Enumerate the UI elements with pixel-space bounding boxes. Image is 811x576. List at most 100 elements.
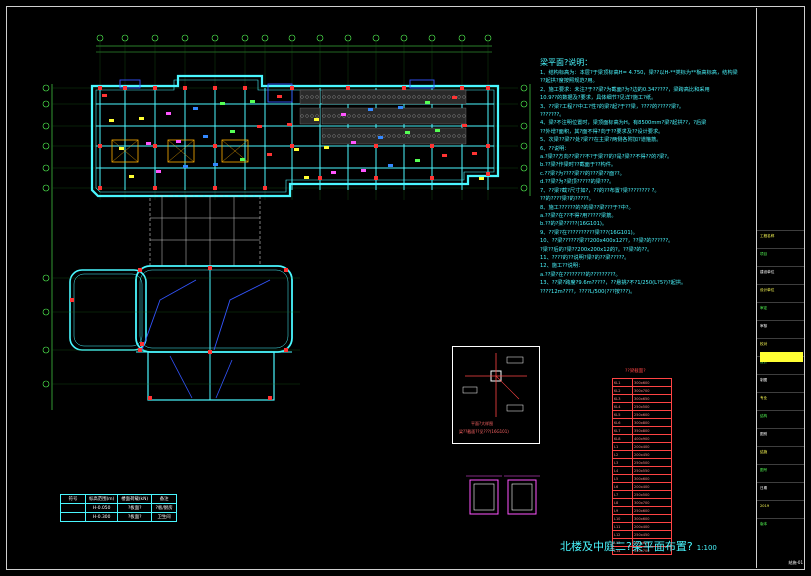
note-line: ????12m????，????L/500(???按???)。 (540, 288, 636, 295)
stair-shaft-diagonal (167, 139, 195, 163)
legend-cell: ?板面? (117, 503, 153, 513)
beam-tag-mark (388, 164, 393, 167)
hatch-pattern-mark (305, 114, 309, 118)
column (430, 144, 434, 148)
title-block-field: 图号 (760, 468, 768, 472)
column (138, 348, 142, 352)
title-block-field: 设计 (760, 360, 768, 364)
hatch-pattern-mark (362, 134, 366, 138)
column (153, 186, 157, 190)
beam-tag-mark (257, 125, 262, 128)
beam-tag-mark (230, 130, 235, 133)
hatch-pattern-mark (457, 95, 461, 99)
title-block-field: 日期 (760, 486, 768, 490)
note-line: a.??梁?在????????的?????????。 (540, 271, 621, 278)
title-block-divider (757, 374, 804, 375)
axis-bubble-left (42, 164, 50, 172)
hatch-pattern-mark (310, 95, 314, 99)
schedule-cell: L9 (611, 506, 634, 515)
hatch-pattern-mark (322, 95, 326, 99)
schedule-cell: L7 (611, 490, 634, 499)
hatch-pattern-mark (397, 95, 401, 99)
schedule-cell: 200x450 (632, 450, 672, 459)
axis-bubble-left (42, 84, 50, 92)
hatch-pattern-mark (397, 134, 401, 138)
schedule-cell: KL8 (611, 434, 634, 443)
schedule-cell: L3 (611, 458, 634, 467)
hatch-pattern-mark (437, 134, 441, 138)
beam-tag-mark (183, 165, 188, 168)
beam-tag-mark (351, 141, 356, 144)
beam-tag-mark (341, 113, 346, 116)
notes-heading: 梁平面?说明： (540, 58, 593, 67)
hatch-pattern-mark (352, 114, 356, 118)
hatch-pattern-mark (367, 134, 371, 138)
hatch-pattern-mark (387, 114, 391, 118)
hatch-pattern-mark (427, 134, 431, 138)
hatch-pattern-mark (387, 134, 391, 138)
hatch-pattern-mark (332, 95, 336, 99)
drawing-title-text: 北楼及中庭二?梁平面布置? (560, 540, 693, 553)
hatch-pattern-mark (457, 114, 461, 118)
hatch-pattern-mark (315, 95, 319, 99)
hatch-pattern-mark (347, 114, 351, 118)
hatch-pattern-mark (432, 134, 436, 138)
beam-tag-mark (442, 154, 447, 157)
column (402, 86, 406, 90)
section-detail-drawing (462, 353, 527, 417)
hatch-pattern-mark (382, 114, 386, 118)
hatch-pattern-mark (427, 114, 431, 118)
beam-tag-mark (129, 175, 134, 178)
hatch-pattern-mark (437, 95, 441, 99)
beam-tag-mark (294, 148, 299, 151)
stair-shaft-zone (111, 139, 139, 163)
opening-outline (119, 79, 141, 89)
column (460, 86, 464, 90)
column (430, 176, 434, 180)
hatch-pattern-mark (327, 134, 331, 138)
hatched-slab-zone (321, 107, 467, 125)
axis-bubble-right (520, 164, 528, 172)
section-detail-note: 梁??截面??见???(16G101) (459, 429, 509, 434)
beam-tag-mark (314, 118, 319, 121)
opening-outline (409, 79, 435, 89)
column (290, 86, 294, 90)
schedule-cell: L14 (611, 546, 634, 555)
hatch-pattern-mark (342, 95, 346, 99)
axis-bubble-right (520, 184, 528, 192)
hatch-pattern-mark (387, 95, 391, 99)
hatch-pattern-mark (327, 95, 331, 99)
legend-cell (60, 503, 86, 513)
schedule-cell: 300x650 (632, 394, 672, 403)
hatch-pattern-mark (417, 114, 421, 118)
title-block-field: 制图 (760, 378, 768, 382)
column (98, 144, 102, 148)
schedule-cell: L6 (611, 482, 634, 491)
beam-tag-mark (166, 112, 171, 115)
hatch-pattern-mark (412, 114, 416, 118)
schedule-cell: 300x700 (632, 386, 672, 395)
axis-bubble-right (520, 100, 528, 108)
hatch-pattern-mark (422, 95, 426, 99)
hatch-pattern-mark (447, 114, 451, 118)
hatch-pattern-mark (427, 95, 431, 99)
beam-tag-mark (213, 163, 218, 166)
column (213, 144, 217, 148)
beam-tag-mark (119, 147, 124, 150)
hatch-pattern-mark (412, 95, 416, 99)
schedule-cell: KL4 (611, 402, 634, 411)
hatch-pattern-mark (362, 114, 366, 118)
axis-bubble-left (42, 346, 50, 354)
atrium-lower-roof-line (215, 359, 233, 399)
hatch-pattern-mark (407, 95, 411, 99)
note-line: 9、??梁?在??????????梁???(16G101)。 (540, 229, 638, 236)
legend-header-row: 符号标高范围(m)楼面荷载(kN)备注 (60, 494, 178, 504)
schedule-cell: 400x900 (632, 434, 672, 443)
hatch-pattern-mark (432, 95, 436, 99)
